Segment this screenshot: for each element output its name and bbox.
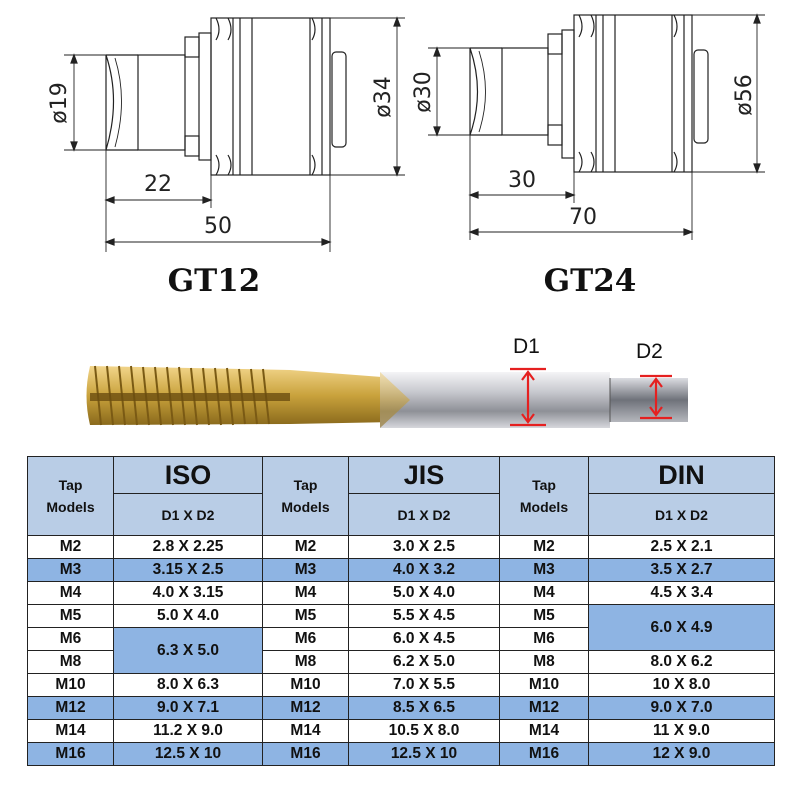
jis-header: JIS	[348, 456, 500, 494]
tap-model-cell: M10	[262, 673, 349, 697]
tap-model-cell: M3	[27, 558, 114, 582]
dimension-cell: 9.0 X 7.0	[588, 696, 775, 720]
dimension-cell: 11.2 X 9.0	[113, 719, 263, 743]
gt12-title: GT12	[168, 263, 261, 299]
gt12-short-length: 22	[144, 172, 172, 197]
dimension-cell: 2.5 X 2.1	[588, 535, 775, 559]
tap-model-cell: M8	[27, 650, 114, 674]
tap-model-cell: M4	[262, 581, 349, 605]
tap-model-cell: M6	[262, 627, 349, 651]
table-subheader-row: D1 X D2 D1 X D2 D1 X D2	[28, 493, 775, 536]
tap-model-cell: M14	[27, 719, 114, 743]
dimension-cell: 4.0 X 3.15	[113, 581, 263, 605]
tap-model-cell: M3	[499, 558, 589, 582]
tap-model-cell: M16	[262, 742, 349, 766]
dimension-cell: 3.15 X 2.5	[113, 558, 263, 582]
tap-model-cell: M12	[262, 696, 349, 720]
tap-model-cell: M2	[27, 535, 114, 559]
tap-model-cell: M14	[262, 719, 349, 743]
dimension-cell: 8.0 X 6.3	[113, 673, 263, 697]
dimension-cell: 6.2 X 5.0	[348, 650, 500, 674]
dimension-cell: 6.3 X 5.0	[113, 627, 263, 674]
dimension-cell: 12.5 X 10	[113, 742, 263, 766]
gt24-total-length: 70	[569, 205, 597, 230]
gt24-short-length: 30	[508, 168, 536, 193]
dimension-cell: 5.0 X 4.0	[113, 604, 263, 628]
d2-label: D2	[636, 340, 663, 363]
dimension-cell: 4.5 X 3.4	[588, 581, 775, 605]
d1-label: D1	[513, 335, 540, 358]
dimension-cell: 6.0 X 4.9	[588, 604, 775, 651]
dimension-cell: 7.0 X 5.5	[348, 673, 500, 697]
tap-model-cell: M2	[262, 535, 349, 559]
tap-model-cell: M12	[27, 696, 114, 720]
tap-image	[86, 365, 688, 428]
technical-drawings: ø19 ø34 22 50 GT12 ø30	[47, 13, 765, 428]
tap-model-cell: M6	[499, 627, 589, 651]
tap-model-cell: M5	[27, 604, 114, 628]
dimension-cell: 3.0 X 2.5	[348, 535, 500, 559]
dimension-cell: 6.0 X 4.5	[348, 627, 500, 651]
dimension-cell: 5.0 X 4.0	[348, 581, 500, 605]
tap-model-cell: M5	[499, 604, 589, 628]
dimension-cell: 11 X 9.0	[588, 719, 775, 743]
gt24-drawing	[428, 13, 765, 240]
gt24-title: GT24	[544, 263, 637, 299]
gt24-shank-diameter: ø30	[411, 71, 436, 112]
iso-header: ISO	[113, 456, 263, 494]
tap-model-cell: M8	[262, 650, 349, 674]
din-subheader: D1 X D2	[588, 493, 775, 536]
dimension-cell: 5.5 X 4.5	[348, 604, 500, 628]
dimension-cell: 3.5 X 2.7	[588, 558, 775, 582]
tap-model-cell: M10	[27, 673, 114, 697]
din-header: DIN	[588, 456, 775, 494]
tap-model-cell: M2	[499, 535, 589, 559]
dimension-cell: 9.0 X 7.1	[113, 696, 263, 720]
tap-model-cell: M4	[27, 581, 114, 605]
dimension-cell: 12 X 9.0	[588, 742, 775, 766]
dimension-cell: 10.5 X 8.0	[348, 719, 500, 743]
gt24-body-diameter: ø56	[732, 74, 757, 115]
tap-model-cell: M16	[499, 742, 589, 766]
dimension-cell: 12.5 X 10	[348, 742, 500, 766]
tap-model-cell: M4	[499, 581, 589, 605]
tap-model-cell: M16	[27, 742, 114, 766]
tap-model-cell: M12	[499, 696, 589, 720]
gt12-body-diameter: ø34	[371, 76, 396, 117]
dimension-cell: 2.8 X 2.25	[113, 535, 263, 559]
tap-model-cell: M3	[262, 558, 349, 582]
jis-subheader: D1 X D2	[348, 493, 500, 536]
tap-model-cell: M5	[262, 604, 349, 628]
tap-model-cell: M10	[499, 673, 589, 697]
dimension-cell: 4.0 X 3.2	[348, 558, 500, 582]
tap-model-cell: M6	[27, 627, 114, 651]
tap-model-cell: M14	[499, 719, 589, 743]
dimension-cell: 8.5 X 6.5	[348, 696, 500, 720]
gt12-total-length: 50	[204, 214, 232, 239]
dimension-cell: 10 X 8.0	[588, 673, 775, 697]
gt12-drawing	[64, 16, 405, 252]
dimension-cell: 8.0 X 6.2	[588, 650, 775, 674]
gt12-shank-diameter: ø19	[47, 82, 72, 123]
iso-subheader: D1 X D2	[113, 493, 263, 536]
tap-model-cell: M8	[499, 650, 589, 674]
